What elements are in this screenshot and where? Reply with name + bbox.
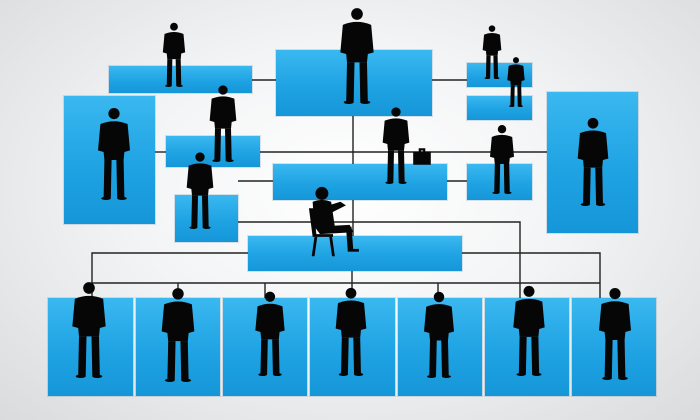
person-silhouette-staff-2 bbox=[161, 288, 195, 382]
person-silhouette-staff-7 bbox=[599, 288, 631, 380]
person-silhouette-seated bbox=[308, 186, 359, 257]
person-silhouette-staff-4 bbox=[335, 287, 367, 376]
node-box-left-mid bbox=[166, 136, 260, 167]
person-silhouette-top-right-b bbox=[507, 57, 525, 107]
person-silhouette-right-mid bbox=[490, 125, 514, 194]
person-silhouette-ceo bbox=[340, 8, 374, 104]
node-box-center-mid bbox=[273, 164, 447, 200]
person-silhouette-left-small bbox=[186, 152, 214, 229]
node-box-center-low bbox=[248, 236, 462, 271]
briefcase-icon bbox=[413, 148, 431, 165]
person-silhouette-staff-3 bbox=[255, 291, 285, 376]
person-silhouette-staff-1 bbox=[72, 282, 106, 378]
person-silhouette-left-tall bbox=[98, 108, 130, 200]
person-silhouette-top-left bbox=[162, 22, 186, 87]
person-silhouette-staff-5 bbox=[424, 291, 454, 378]
person-silhouette-right-tall bbox=[577, 117, 609, 206]
person-silhouette-left-mid bbox=[209, 85, 237, 162]
person-silhouette-staff-6 bbox=[513, 285, 545, 376]
person-silhouette-top-right-a bbox=[482, 25, 502, 79]
person-silhouette-walking bbox=[382, 107, 410, 184]
